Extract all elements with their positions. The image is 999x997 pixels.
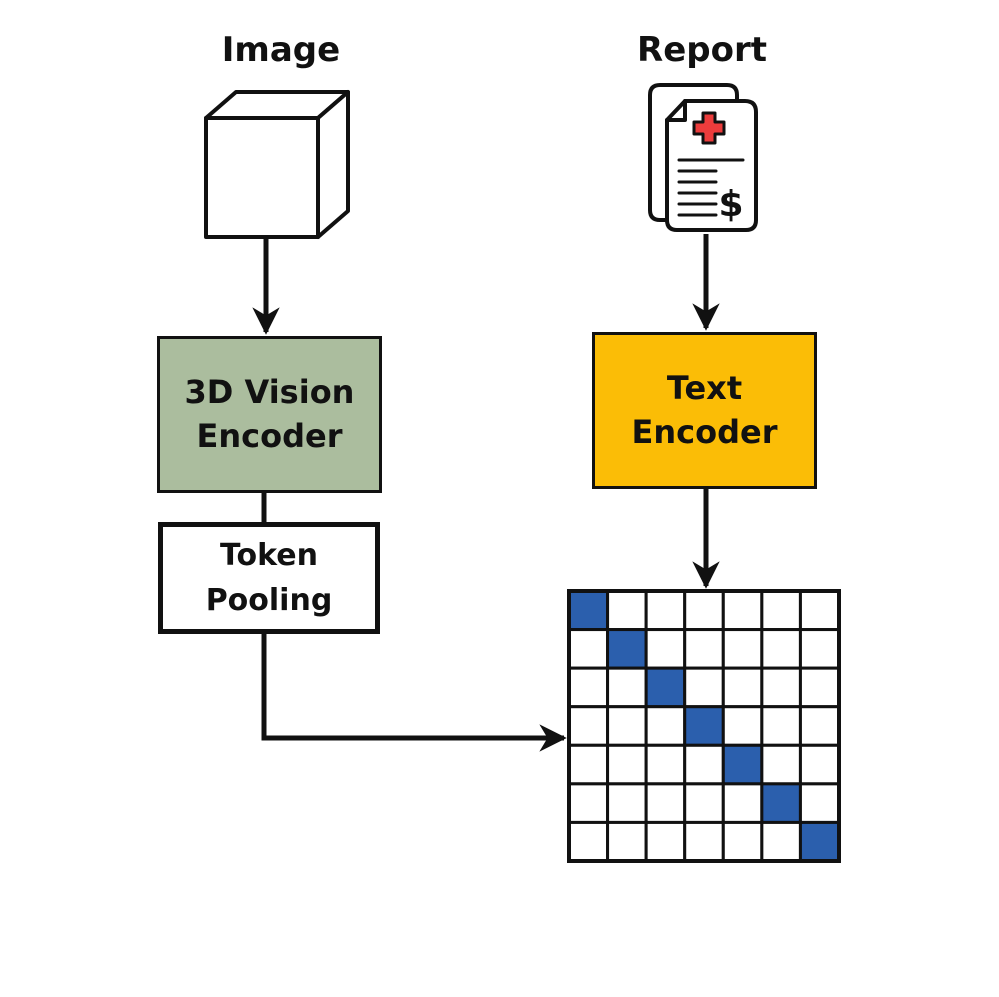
matrix-cell-matched	[644, 666, 687, 709]
matrix-cell	[683, 666, 725, 709]
matrix-cell-matched	[567, 589, 610, 632]
matrix-cell	[567, 666, 610, 709]
matrix-cell	[644, 705, 687, 747]
vision-encoder-box: 3D Vision Encoder	[157, 336, 382, 493]
matrix-cell	[721, 666, 764, 709]
matrix-cell	[606, 820, 648, 863]
image-label: Image	[221, 30, 341, 70]
matrix-cell	[798, 782, 841, 824]
matrix-cell	[721, 705, 764, 747]
matrix-cell	[644, 782, 687, 824]
matrix-cell-matched	[683, 705, 725, 747]
token-pooling-box: Token Pooling	[158, 522, 380, 634]
matrix-cell	[798, 743, 841, 786]
vision-encoder-line2: Encoder	[196, 416, 343, 455]
matrix-cell	[567, 705, 610, 747]
matrix-cell	[644, 628, 687, 670]
matrix-cell	[567, 743, 610, 786]
similarity-matrix	[567, 589, 841, 863]
matrix-border	[567, 589, 841, 863]
matrix-cell	[683, 589, 725, 632]
matrix-cell	[606, 782, 648, 824]
matrix-cell	[644, 820, 687, 863]
report-label: Report	[637, 30, 767, 70]
matrix-cell	[798, 589, 841, 632]
matrix-cell-matched	[760, 782, 802, 824]
matrix-cell	[644, 743, 687, 786]
arrow-pool-to-matrix	[261, 634, 567, 752]
token-pooling-line1: Token	[220, 538, 318, 573]
medical-report-icon: $	[648, 83, 758, 232]
cube-icon	[204, 90, 350, 239]
matrix-cell-matched	[721, 743, 764, 786]
vision-encoder-line1: 3D Vision	[184, 373, 355, 412]
matrix-cell	[644, 589, 687, 632]
matrix-cell	[760, 628, 802, 670]
matrix-cell	[760, 705, 802, 747]
matrix-cell	[760, 589, 802, 632]
matrix-cell-matched	[606, 628, 648, 670]
matrix-cell	[721, 589, 764, 632]
token-pooling-line2: Pooling	[205, 583, 333, 618]
dollar-symbol: $	[718, 184, 743, 225]
matrix-cell	[798, 628, 841, 670]
text-encoder-line2: Encoder	[631, 412, 778, 451]
matrix-cell	[683, 820, 725, 863]
matrix-cell	[567, 820, 610, 863]
matrix-cell	[798, 666, 841, 709]
matrix-cell	[683, 782, 725, 824]
matrix-cell	[567, 782, 610, 824]
matrix-cell	[721, 628, 764, 670]
matrix-cell	[683, 743, 725, 786]
matrix-cell	[760, 743, 802, 786]
text-encoder-box: Text Encoder	[592, 332, 817, 489]
matrix-cell	[798, 705, 841, 747]
matrix-cell	[683, 628, 725, 670]
matrix-cell	[567, 628, 610, 670]
matrix-cell	[606, 589, 648, 632]
matrix-cell	[760, 820, 802, 863]
text-encoder-line1: Text	[666, 369, 743, 408]
matrix-cell	[721, 782, 764, 824]
matrix-cell	[760, 666, 802, 709]
matrix-cell	[606, 666, 648, 709]
matrix-cell	[721, 820, 764, 863]
matrix-cell	[606, 705, 648, 747]
matrix-cell	[606, 743, 648, 786]
matrix-cell-matched	[798, 820, 841, 863]
